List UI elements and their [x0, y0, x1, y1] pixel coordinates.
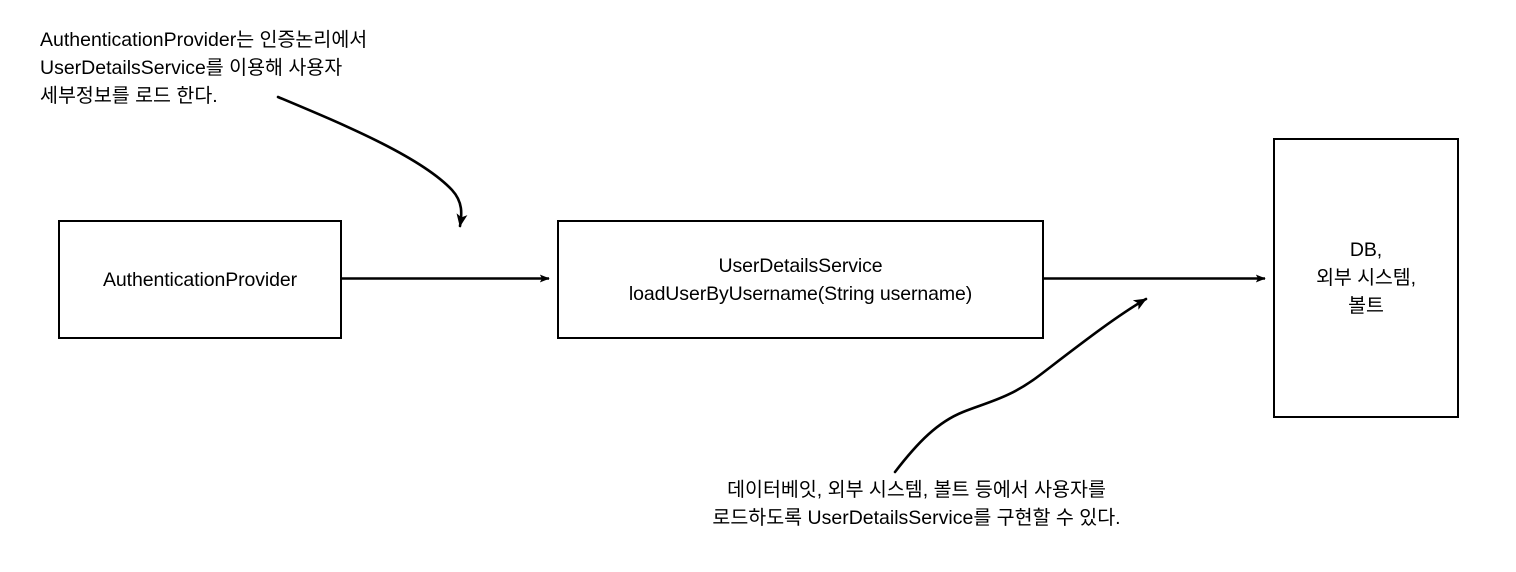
annotation-top: AuthenticationProvider는 인증논리에서 UserDetai… — [40, 26, 367, 110]
node-datastore[interactable]: DB, 외부 시스템, 볼트 — [1273, 138, 1459, 418]
node-user-details-service-title: UserDetailsService — [718, 254, 883, 277]
node-user-details-service[interactable]: UserDetailsService loadUserByUsername(St… — [557, 220, 1044, 339]
node-authentication-provider-label: AuthenticationProvider — [103, 268, 297, 291]
annotation-top-line-2: UserDetailsService를 이용해 사용자 — [40, 57, 343, 79]
node-datastore-line-db: DB, — [1349, 239, 1383, 261]
annotation-top-line-3: 세부정보를 로드 한다. — [40, 85, 218, 107]
annotation-bottom-line-2: 로드하도록 UserDetailsService를 구현할 수 있다. — [712, 507, 1121, 529]
node-datastore-line-vault: 볼트 — [1348, 295, 1384, 317]
annotation-bottom: 데이터베잇, 외부 시스템, 볼트 등에서 사용자를 로드하도록 UserDet… — [668, 476, 1165, 532]
node-authentication-provider[interactable]: AuthenticationProvider — [58, 220, 342, 339]
connector-top-note-to-uds — [276, 95, 468, 228]
annotation-top-line-1: AuthenticationProvider는 인증논리에서 — [40, 29, 368, 51]
node-user-details-service-method: loadUserByUsername(String username) — [628, 282, 973, 305]
node-datastore-line-external-system: 외부 시스템, — [1316, 267, 1416, 289]
annotation-bottom-line-1: 데이터베잇, 외부 시스템, 볼트 등에서 사용자를 — [727, 479, 1106, 501]
